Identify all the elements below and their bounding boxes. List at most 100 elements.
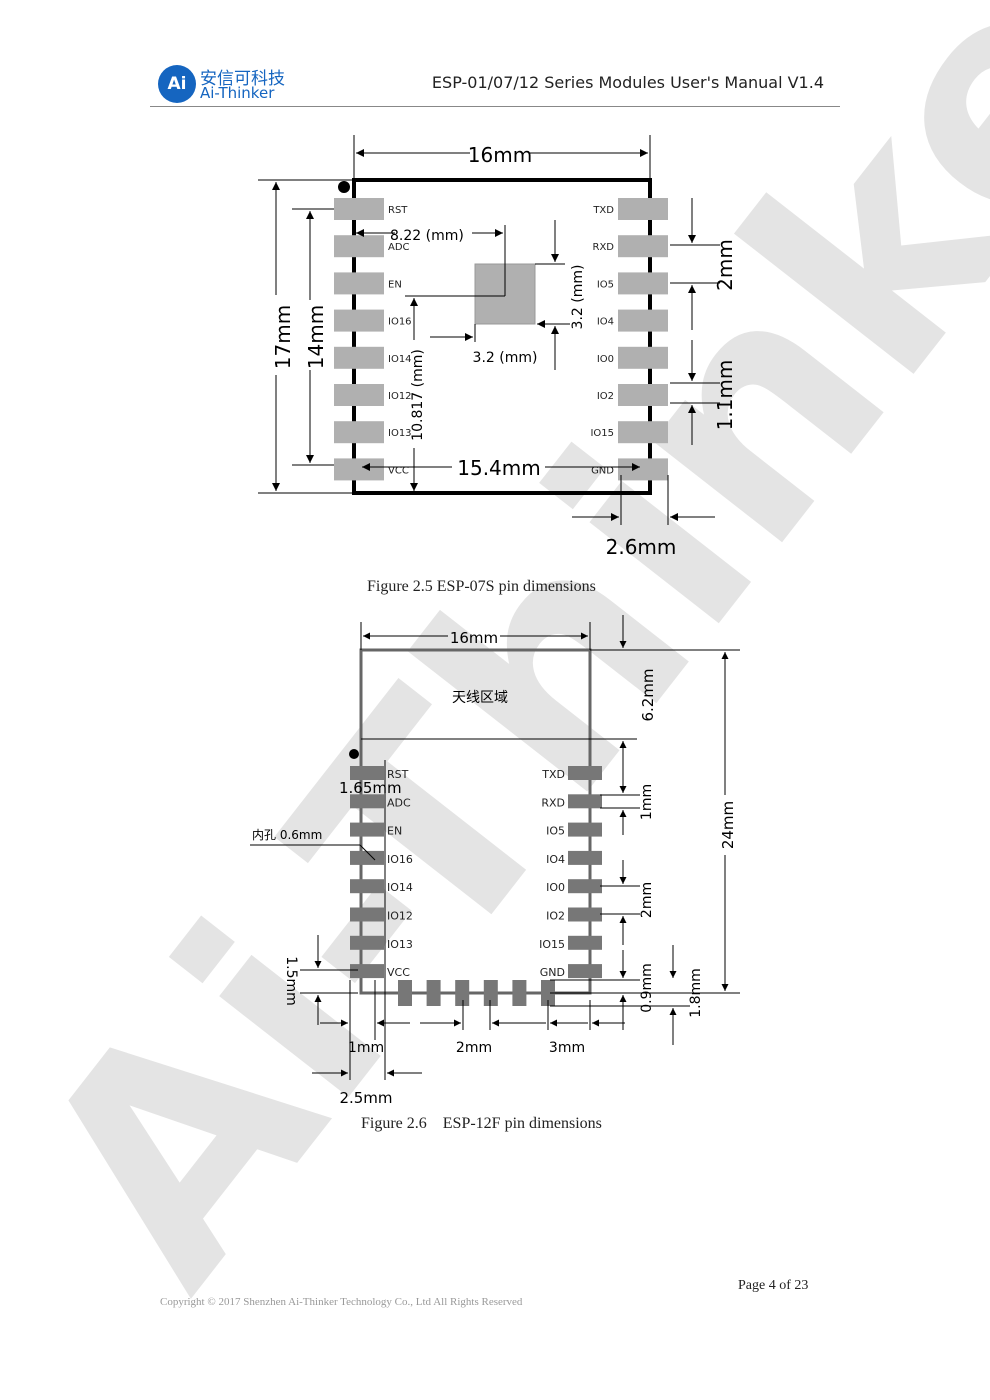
pin-label-gnd: GND	[591, 465, 614, 476]
pad-io14	[350, 879, 384, 894]
pin-label-rst: RST	[388, 205, 408, 216]
pad-io15	[568, 935, 602, 950]
pin-label-txd: TXD	[541, 768, 565, 781]
bottom-pad	[512, 980, 527, 1006]
pad-rxd	[568, 794, 602, 809]
page-header: Ai 安信可科技 Ai-Thinker ESP-01/07/12 Series …	[150, 60, 840, 107]
pad-io15	[618, 421, 668, 444]
pad-io0	[568, 879, 602, 894]
dim-antenna-height: 6.2mm	[639, 668, 657, 721]
pin-label-adc: ADC	[387, 796, 411, 809]
dim-bottom-pad-width: 1mm	[348, 1040, 384, 1056]
pad-io14	[334, 346, 384, 369]
pad-adc	[350, 794, 384, 809]
dim-bottom-pad: 1.8mm	[688, 968, 704, 1018]
pad-vcc	[350, 964, 384, 979]
pin-label-io13: IO13	[388, 428, 412, 439]
bottom-pad	[541, 980, 555, 1006]
dim-height-pins: 14mm	[304, 305, 328, 369]
dim-inner-width: 15.4mm	[457, 456, 541, 480]
pin-label-en: EN	[387, 825, 402, 838]
pad-io2	[618, 384, 668, 406]
pin-label-vcc: VCC	[388, 465, 409, 476]
pin-label-io13: IO13	[387, 938, 413, 951]
pad-io12	[334, 384, 384, 406]
pin-label-rxd: RXD	[593, 242, 615, 253]
pin-label-io4: IO4	[597, 317, 614, 328]
pin-label-txd: TXD	[592, 205, 614, 216]
pad-adc	[334, 235, 384, 258]
pin-label-io16: IO16	[388, 317, 412, 328]
dim-chip-h: 3.2 (mm)	[570, 265, 586, 330]
esp12f-outline	[359, 648, 592, 995]
logo-chinese-name: 安信可科技	[200, 69, 285, 89]
pin-label-io16: IO16	[387, 853, 413, 866]
pin-label-io2: IO2	[597, 391, 614, 402]
dim-pad-width: 1.1mm	[713, 360, 737, 431]
pin-label-io5: IO5	[597, 279, 614, 290]
pin-label-adc: ADC	[388, 242, 410, 253]
pad-txd	[618, 198, 668, 220]
dim-chip-w: 3.2 (mm)	[473, 350, 538, 366]
dim-bottom-gap: 0.9mm	[639, 963, 655, 1013]
pad-io16	[334, 309, 384, 332]
pin-label-en: EN	[388, 279, 402, 290]
pad-gnd	[568, 964, 602, 979]
pin1-marker	[349, 749, 359, 759]
dim-pad-offset: 2.6mm	[606, 535, 677, 559]
pin1-marker	[338, 181, 350, 193]
pin-label-gnd: GND	[540, 966, 565, 979]
bottom-pad	[398, 980, 412, 1006]
pad-io4	[568, 850, 602, 865]
pad-io16	[350, 850, 384, 865]
pin-label-io12: IO12	[387, 910, 413, 923]
pad-io5	[618, 272, 668, 295]
pad-en	[334, 272, 384, 295]
page-number: Page 4 of 23	[738, 1278, 809, 1293]
pin-label-io2: IO2	[546, 910, 565, 923]
pin-label-io4: IO4	[546, 853, 565, 866]
pad-rst	[334, 198, 384, 220]
hole-label: 内孔 0.6mm	[252, 828, 322, 842]
bottom-pads	[398, 980, 555, 1006]
pad-io12	[350, 907, 384, 922]
pin-label-io0: IO0	[546, 881, 565, 894]
dim-total-height: 24mm	[719, 801, 737, 849]
bottom-pad	[455, 980, 470, 1006]
bottom-pad	[426, 980, 441, 1006]
pad-txd	[568, 766, 602, 780]
pad-rxd	[618, 235, 668, 258]
pad-vcc	[334, 458, 384, 481]
figure-2-5-caption: Figure 2.5 ESP-07S pin dimensions	[367, 578, 596, 595]
pin-label-io15: IO15	[590, 428, 614, 439]
dim-shield-x: 8.22 (mm)	[390, 228, 464, 244]
pin-label-io5: IO5	[546, 825, 565, 838]
document-title: ESP-01/07/12 Series Modules User's Manua…	[431, 73, 824, 92]
dim-bottom-pitch: 2mm	[456, 1040, 492, 1056]
dim-shield-y: 10.817 (mm)	[410, 349, 426, 441]
pin-label-io15: IO15	[539, 938, 565, 951]
pin-label-io12: IO12	[388, 391, 412, 402]
dim-width: 16mm	[468, 143, 532, 167]
pin-label-rxd: RXD	[541, 796, 565, 809]
pin-label-rst: RST	[387, 768, 409, 781]
pad-rst	[350, 766, 384, 780]
dim-left-pad: 1.5mm	[283, 956, 299, 1006]
dim-height-outer: 17mm	[271, 305, 295, 369]
dim-width: 16mm	[450, 629, 498, 647]
pad-io5	[568, 822, 602, 837]
dim-bottom-edge: 3mm	[549, 1040, 585, 1056]
ai-thinker-logo: Ai	[158, 65, 196, 103]
logo-english-name: Ai-Thinker	[200, 84, 275, 102]
pin-label-io14: IO14	[388, 354, 412, 365]
pad-io0	[618, 346, 668, 369]
dim-pitch-right: 2mm	[639, 882, 655, 918]
pin-label-vcc: VCC	[387, 966, 410, 979]
pad-io13	[350, 935, 384, 950]
